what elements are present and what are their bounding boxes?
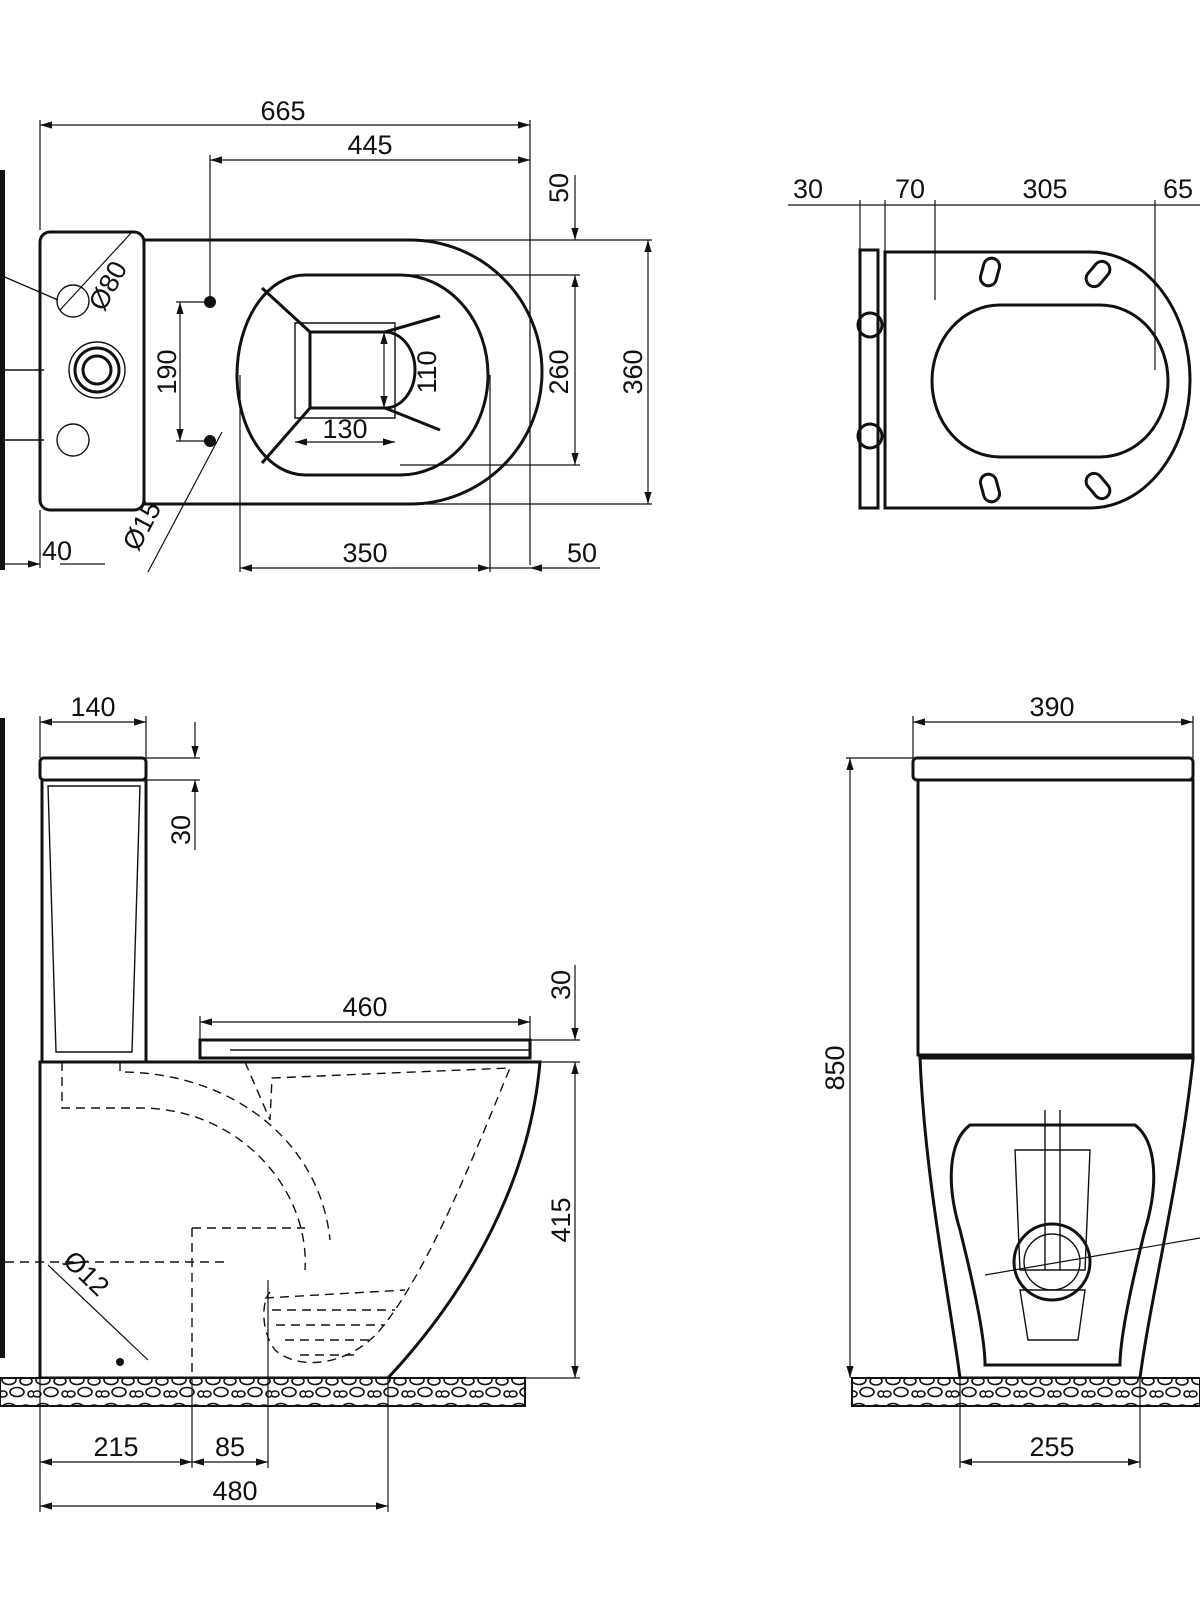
front-outlet-ring bbox=[1012, 1222, 1092, 1302]
side-dim-85: 85 bbox=[215, 1432, 245, 1462]
bolt-hole-upper bbox=[204, 296, 216, 308]
front-opening bbox=[949, 1123, 1156, 1367]
bolt-hole-lower bbox=[204, 435, 216, 447]
flush-button-outer bbox=[73, 346, 121, 394]
side-dim-phi-12: Ø12 bbox=[57, 1245, 115, 1302]
hinge-bolt-upper bbox=[856, 311, 884, 339]
front-dim-850: 850 bbox=[820, 1045, 850, 1090]
side-dim-460: 460 bbox=[342, 992, 387, 1022]
dim-260: 260 bbox=[544, 349, 574, 394]
seat-dim-30: 30 bbox=[793, 174, 823, 204]
flush-button-ring bbox=[68, 341, 126, 399]
dim-40: 40 bbox=[42, 536, 72, 566]
front-dim-255: 255 bbox=[1029, 1432, 1074, 1462]
seat-outline bbox=[883, 250, 1192, 510]
bowl-rim bbox=[235, 273, 490, 477]
seat-dim-70: 70 bbox=[895, 174, 925, 204]
side-dim-415: 415 bbox=[546, 1197, 576, 1242]
outlet-opening bbox=[308, 330, 417, 410]
wall-section bbox=[0, 170, 5, 570]
front-view: 390 850 255 bbox=[820, 692, 1200, 1468]
dim-rim-50: 50 bbox=[567, 538, 597, 568]
dim-350: 350 bbox=[342, 538, 387, 568]
bowl-outline bbox=[144, 238, 544, 506]
top-view: 665 445 50 190 110 130 260 360 Ø80 Ø15 4… bbox=[0, 96, 652, 573]
tank-hole-upper bbox=[56, 284, 90, 318]
seat-dim-65: 65 bbox=[1163, 174, 1193, 204]
tank-body bbox=[40, 778, 148, 1064]
seat-opening bbox=[930, 303, 1170, 459]
wall-section-side bbox=[0, 718, 5, 1358]
dim-phi-80: Ø80 bbox=[83, 256, 133, 315]
front-pedestal bbox=[918, 1056, 1195, 1380]
dim-360: 360 bbox=[618, 349, 648, 394]
front-tank-body bbox=[916, 778, 1195, 1057]
seat-dim-305: 305 bbox=[1022, 174, 1067, 204]
bowl-side-outline bbox=[38, 1060, 542, 1380]
side-dim-lid-30: 30 bbox=[166, 815, 196, 845]
dim-110: 110 bbox=[412, 350, 442, 393]
tank-lid bbox=[38, 756, 148, 782]
flush-button-inner bbox=[81, 354, 113, 386]
side-dim-140: 140 bbox=[70, 692, 115, 722]
front-tank-lid bbox=[911, 756, 1195, 782]
ground-stones bbox=[0, 1377, 526, 1407]
tank-outline bbox=[38, 230, 146, 512]
front-ground-stones bbox=[851, 1377, 1200, 1407]
front-dim-390: 390 bbox=[1029, 692, 1074, 722]
side-dim-480: 480 bbox=[212, 1476, 257, 1506]
dim-130: 130 bbox=[322, 414, 367, 444]
hinge-bolt-lower bbox=[856, 422, 884, 450]
dim-665: 665 bbox=[260, 96, 305, 126]
dim-445: 445 bbox=[347, 130, 392, 160]
side-dim-seat-30: 30 bbox=[546, 970, 576, 1000]
seat-view: 30 70 305 65 bbox=[788, 174, 1200, 510]
dim-190: 190 bbox=[152, 349, 182, 394]
seat-side bbox=[198, 1038, 532, 1060]
tank-hole-lower bbox=[56, 423, 90, 457]
seat-hinge-bar bbox=[858, 248, 880, 510]
side-view: 140 30 460 30 415 Ø12 215 85 480 bbox=[0, 692, 580, 1512]
dim-top-50: 50 bbox=[544, 173, 574, 203]
side-dim-215: 215 bbox=[93, 1432, 138, 1462]
